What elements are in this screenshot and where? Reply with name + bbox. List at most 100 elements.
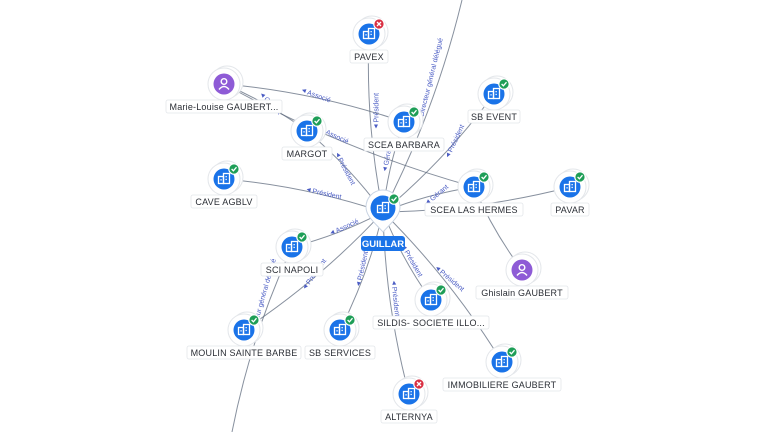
- node-label: Marie-Louise GAUBERT...: [170, 102, 279, 112]
- building-icon: [463, 176, 485, 198]
- active-check-icon: [228, 163, 240, 175]
- building-icon: [281, 236, 303, 258]
- edge-label: Président: [402, 249, 423, 278]
- building-icon: [559, 176, 581, 198]
- node-label: SILDIS- SOCIETE ILLO...: [377, 318, 485, 328]
- center-label-bg: [361, 236, 405, 251]
- edge-arrow-icon: [301, 89, 307, 94]
- node-barbara[interactable]: SCEA BARBARA: [363, 103, 445, 152]
- node-label-bg: [186, 345, 302, 360]
- node-guillar[interactable]: GUILLAR: [361, 189, 405, 251]
- building-icon: [491, 351, 513, 373]
- edge-arrow-icon: [426, 199, 431, 204]
- node-label-bg: [442, 377, 562, 392]
- node-label: SB SERVICES: [309, 348, 371, 358]
- building-icon: [393, 111, 415, 133]
- node-label-bg: [475, 285, 569, 300]
- building-icon: [233, 319, 255, 341]
- edge-label: Président: [336, 157, 356, 186]
- node-sbservices[interactable]: SB SERVICES: [304, 311, 376, 360]
- edge-label: Associé: [324, 129, 349, 146]
- edge-arrow-icon: [383, 166, 388, 172]
- node-pavar[interactable]: PAVAR: [550, 168, 590, 217]
- node-margot[interactable]: MARGOT: [281, 112, 333, 161]
- node-label-bg: [380, 409, 438, 424]
- active-check-icon: [408, 106, 420, 118]
- node-ghislain[interactable]: Ghislain GAUBERT: [475, 251, 569, 300]
- closed-cross-icon: [413, 378, 425, 390]
- node-label-bg: [260, 262, 324, 277]
- active-check-icon: [311, 115, 323, 127]
- active-check-icon: [574, 171, 586, 183]
- edge-arrow-icon: [306, 188, 311, 193]
- active-check-icon: [478, 171, 490, 183]
- edge-label: Associé: [335, 218, 360, 235]
- edge-label: Président: [357, 251, 370, 281]
- active-check-icon: [344, 314, 356, 326]
- edge-label-group: Président: [357, 251, 370, 286]
- node-label: SCEA LAS HERMES: [430, 205, 518, 215]
- building-icon: [372, 197, 394, 219]
- node-label-bg: [281, 146, 333, 161]
- node-alternya[interactable]: ALTERNYA: [380, 375, 438, 424]
- edge-label-group: Président: [446, 124, 466, 158]
- closed-cross-icon: [373, 18, 385, 30]
- edge-guillar-alternya: [382, 211, 410, 395]
- edge-label: Président: [312, 188, 342, 201]
- edge-label-group: Associé: [330, 218, 360, 235]
- building-icon: [483, 83, 505, 105]
- edge-arrow-icon: [392, 280, 397, 285]
- node-immo[interactable]: IMMOBILIERE GAUBERT: [442, 343, 562, 392]
- node-label: Ghislain GAUBERT: [481, 288, 563, 298]
- edge-arrow-icon: [304, 284, 308, 289]
- node-label: ALTERNYA: [385, 412, 433, 422]
- node-sbevent[interactable]: SB EVENT: [467, 75, 521, 124]
- node-hermes[interactable]: SCEA LAS HERMES: [424, 168, 524, 217]
- edge-label: Associé: [306, 90, 332, 105]
- node-label: PAVAR: [555, 205, 585, 215]
- node-label-bg: [550, 202, 590, 217]
- node-label-bg: [363, 137, 445, 152]
- edge-label-group: Président: [306, 188, 342, 201]
- node-label: CAVE AGBLV: [195, 197, 252, 207]
- edge-marie-barbara: [223, 83, 405, 123]
- building-icon: [398, 383, 420, 405]
- node-napoli[interactable]: SCI NAPOLI: [260, 228, 324, 277]
- node-label-bg: [424, 202, 524, 217]
- edge-guillar-immo: [382, 211, 503, 363]
- node-cave[interactable]: CAVE AGBLV: [190, 160, 258, 209]
- node-label: SB EVENT: [471, 112, 517, 122]
- node-marie[interactable]: Marie-Louise GAUBERT...: [165, 65, 283, 114]
- edge-label-group: Gérant: [383, 144, 394, 172]
- active-check-icon: [506, 346, 518, 358]
- edge-label: Directeur général délégué: [418, 37, 444, 117]
- edge-label-group: Président: [374, 93, 381, 129]
- edge-arrow-icon: [330, 229, 335, 234]
- edge-label-group: Président: [336, 152, 356, 186]
- node-moulin[interactable]: MOULIN SAINTE BARBE: [186, 311, 302, 360]
- edge-label: Président: [374, 93, 381, 123]
- active-check-icon: [248, 314, 260, 326]
- edge-label: Président: [390, 286, 400, 316]
- person-icon: [213, 73, 235, 95]
- person-icon: [511, 259, 533, 281]
- node-label: MOULIN SAINTE BARBE: [191, 348, 298, 358]
- node-pavex[interactable]: PAVEX: [349, 15, 389, 64]
- node-label-bg: [190, 194, 258, 209]
- edge-arrow-icon: [337, 152, 341, 158]
- node-label-bg: [349, 49, 389, 64]
- node-label-bg: [372, 315, 490, 330]
- building-icon: [213, 168, 235, 190]
- node-label: GUILLAR: [362, 239, 404, 250]
- node-sildis[interactable]: SILDIS- SOCIETE ILLO...: [372, 281, 490, 330]
- node-label-bg: [467, 109, 521, 124]
- edge-label: Gérant: [383, 144, 394, 166]
- node-label: IMMOBILIERE GAUBERT: [448, 380, 557, 390]
- edge-arrow-icon: [374, 124, 379, 129]
- active-check-icon: [435, 284, 447, 296]
- edge-arrow-icon: [261, 93, 266, 98]
- nodes-layer: GUILLAR PAVEX Marie-Louise GAUBERT... SB EV…: [165, 15, 590, 424]
- node-label-bg: [165, 99, 283, 114]
- node-label-bg: [304, 345, 376, 360]
